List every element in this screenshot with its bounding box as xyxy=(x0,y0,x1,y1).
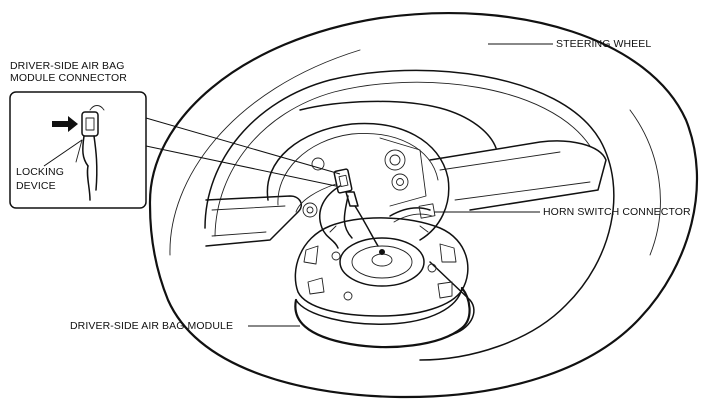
label-steering-wheel: STEERING WHEEL xyxy=(556,38,652,50)
label-air-bag-module: DRIVER-SIDE AIR BAG MODULE xyxy=(70,320,234,332)
connector-detail-callout xyxy=(9,91,341,209)
steering-wheel-rim xyxy=(148,12,699,399)
label-connector-title-line2: MODULE CONNECTOR xyxy=(10,72,127,84)
steering-hub xyxy=(266,122,450,241)
label-horn-switch-connector: HORN SWITCH CONNECTOR xyxy=(543,206,691,218)
steering-wheel-spokes xyxy=(205,100,607,336)
wiring-harness xyxy=(295,168,436,249)
label-connector-title-line1: DRIVER-SIDE AIR BAG xyxy=(10,60,125,72)
air-bag-module xyxy=(294,217,471,349)
leader-lines xyxy=(248,43,553,327)
label-locking-device-line1: LOCKING xyxy=(16,166,64,178)
label-locking-device-line2: DEVICE xyxy=(16,180,56,192)
